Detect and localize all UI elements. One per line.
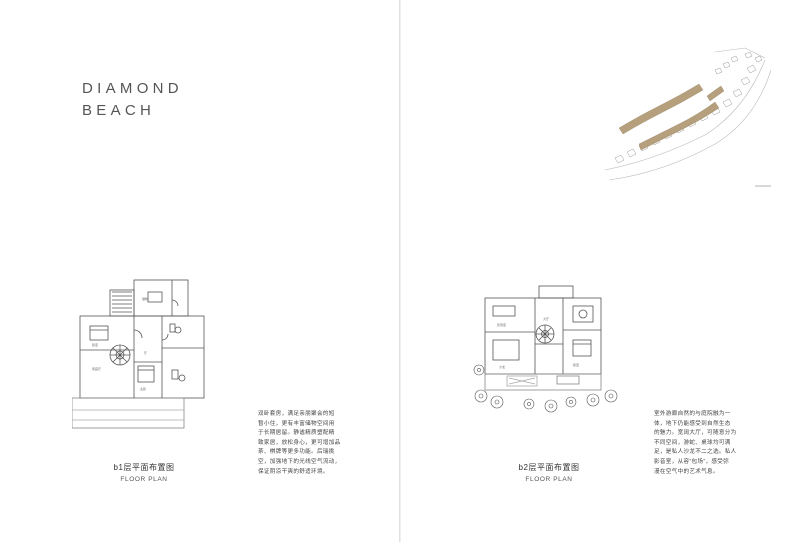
b2-desc-line: 影音室，从容“包场”，感受弥 bbox=[654, 458, 730, 465]
floor-plan-b1-icon: 卧室 储物 厅 主卧 家庭厅 bbox=[72, 279, 205, 429]
b2-desc-line: 足，是私人沙龙不二之选。私人 bbox=[654, 449, 737, 456]
b2-desc-line: 的魅力。宽阔大厅，可随意分为 bbox=[654, 430, 737, 437]
b1-desc-line: 空，加强地下的光线空气流动， bbox=[258, 458, 341, 465]
svg-text:厅: 厅 bbox=[144, 351, 147, 355]
svg-text:家庭厅: 家庭厅 bbox=[92, 366, 101, 371]
b2-description: 室外游廊自然的与庭院融为一 体，地下仍能感受到自然生态 的魅力。宽阔大厅，可随意… bbox=[654, 410, 737, 477]
b2-desc-line: 室外游廊自然的与庭院融为一 bbox=[654, 411, 731, 417]
b2-desc-line: 体，地下仍能感受到自然生态 bbox=[654, 420, 731, 427]
svg-text:影音室: 影音室 bbox=[497, 322, 506, 327]
b2-plan-subtitle: FLOOR PLAN bbox=[525, 476, 573, 483]
svg-text:主卧: 主卧 bbox=[140, 386, 146, 391]
floor-plan-b2-icon: 影音室 大厅 卧室 沙龙 bbox=[473, 285, 618, 413]
svg-text:沙龙: 沙龙 bbox=[499, 364, 505, 369]
b1-desc-line: 双卧套房，满足亲朋聚会的短 bbox=[258, 411, 335, 417]
svg-text:储物: 储物 bbox=[142, 296, 148, 301]
b1-plan-subtitle: FLOOR PLAN bbox=[120, 476, 168, 483]
svg-text:卧室: 卧室 bbox=[92, 342, 98, 347]
svg-text:卧室: 卧室 bbox=[573, 362, 579, 367]
brand-logo: DIAMOND BEACH bbox=[82, 78, 183, 122]
b1-plan-title: b1层平面布置图 bbox=[113, 463, 175, 472]
spine bbox=[399, 0, 401, 542]
b2-plan-title: b2层平面布置图 bbox=[518, 463, 580, 472]
brand-line-1: DIAMOND bbox=[82, 80, 183, 97]
brand-line-2: BEACH bbox=[82, 102, 156, 119]
b1-desc-line: 暂小住，更有丰富储物空间用 bbox=[258, 420, 335, 427]
right-page: 影音室 大厅 卧室 沙龙 b2层平面布置图 FLOOR PLAN 室外游廊自然的… bbox=[401, 0, 800, 542]
b2-desc-line: 不同空间，游蛇、桌球均可满 bbox=[654, 439, 731, 446]
svg-text:大厅: 大厅 bbox=[543, 316, 549, 321]
b1-desc-line: 保证阴凉干爽的舒适环境。 bbox=[258, 468, 329, 475]
b2-plan-caption: b2层平面布置图 FLOOR PLAN bbox=[469, 462, 629, 483]
b1-description: 双卧套房，满足亲朋聚会的短 暂小住，更有丰富储物空间用 于长期居留。静谧精质塑配… bbox=[258, 410, 341, 477]
left-page: DIAMOND BEACH bbox=[0, 0, 399, 542]
b2-desc-line: 漫在空气中的艺术气息。 bbox=[654, 468, 719, 475]
b1-desc-line: 致家居，放松身心，更可增加品 bbox=[258, 439, 341, 446]
b1-desc-line: 茶、棋牌等更多功能。后瑞挑 bbox=[258, 449, 335, 456]
b1-desc-line: 于长期居留。静谧精质塑配精 bbox=[258, 430, 335, 437]
b1-plan-caption: b1层平面布置图 FLOOR PLAN bbox=[64, 462, 224, 483]
site-plan-icon bbox=[604, 47, 772, 187]
